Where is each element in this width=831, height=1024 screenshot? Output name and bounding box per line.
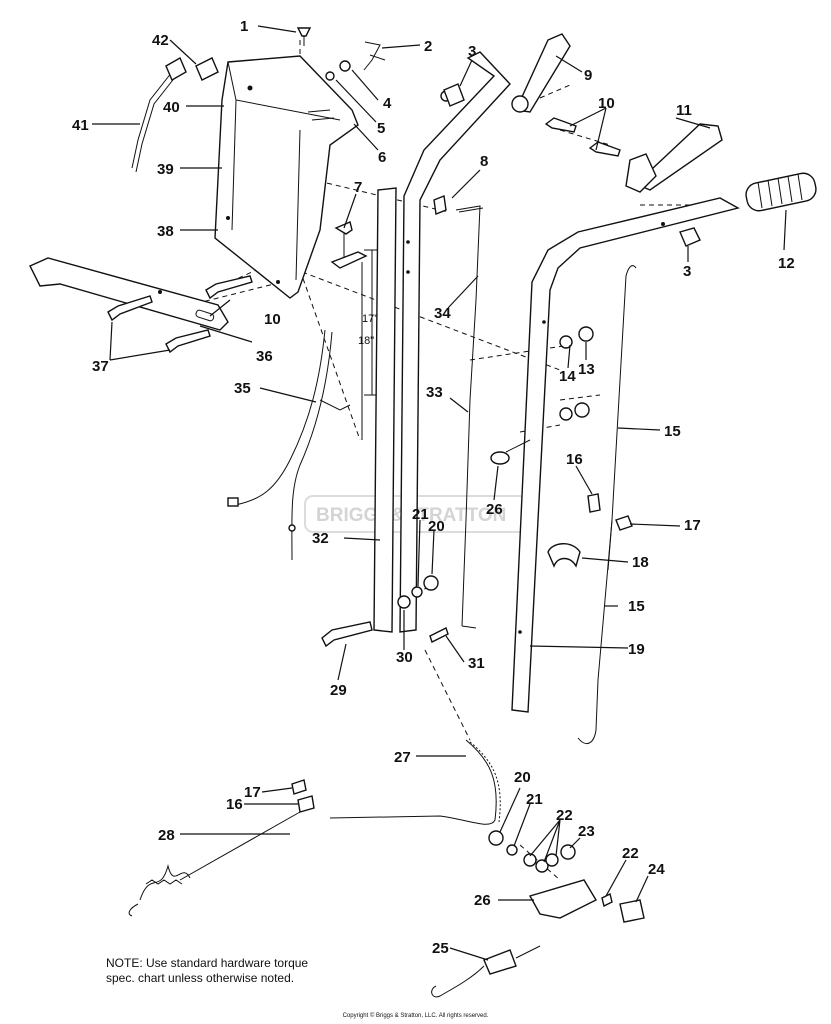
callout-28: 28	[158, 827, 175, 844]
callout-22-lower: 22	[556, 807, 573, 824]
callout-25: 25	[432, 940, 449, 957]
callout-17-upper: 17	[684, 517, 701, 534]
screw-31	[429, 627, 449, 643]
cables	[131, 57, 351, 561]
callout-1: 1	[240, 18, 248, 35]
callout-29: 29	[330, 682, 347, 699]
callout-26-lower: 26	[474, 892, 491, 909]
callout-15-lower: 15	[628, 598, 645, 615]
callout-40: 40	[163, 99, 180, 116]
bolt-29	[321, 621, 373, 648]
callout-42: 42	[152, 32, 169, 49]
callout-18: 18	[632, 554, 649, 571]
callout-30: 30	[396, 649, 413, 666]
callout-20-lower: 20	[514, 769, 531, 786]
callout-12: 12	[778, 255, 795, 272]
callout-38: 38	[157, 223, 174, 240]
callout-37: 37	[92, 358, 109, 375]
callout-34: 34	[434, 305, 451, 322]
callout-7: 7	[354, 179, 362, 196]
callout-5: 5	[377, 120, 385, 137]
callout-23: 23	[578, 823, 595, 840]
callout-20-upper: 20	[428, 518, 445, 535]
part-16	[587, 493, 601, 513]
rod-15	[577, 265, 637, 745]
callout-11: 11	[676, 102, 692, 119]
callout-9: 9	[584, 67, 592, 84]
dimension-18: 18"	[358, 335, 374, 347]
bolts-37-10	[107, 275, 253, 354]
lever-11	[625, 123, 723, 193]
callout-15-upper: 15	[664, 423, 681, 440]
callout-24: 24	[648, 861, 665, 878]
callout-33: 33	[426, 384, 443, 401]
callout-3-nut: 3	[683, 263, 691, 280]
leader-lines	[92, 25, 787, 961]
callout-13: 13	[578, 361, 595, 378]
callout-22-right: 22	[622, 845, 639, 862]
callout-10-upper: 10	[598, 95, 615, 112]
nut-3	[679, 227, 701, 247]
spacer-30	[397, 595, 411, 609]
clip-18	[547, 543, 581, 568]
callout-labels: 1 2 3 4 5 6 7 8 9 10 11 12 3 13 14 15 16…	[72, 18, 795, 957]
dimension-17: 17"	[362, 313, 378, 325]
callout-26-upper: 26	[486, 501, 503, 518]
nut-20	[423, 575, 439, 591]
copyright-notice: Copyright © Briggs & Stratton, LLC. All …	[342, 1013, 489, 1019]
handle-tube-32	[373, 187, 397, 633]
callout-10-lower: 10	[264, 311, 281, 328]
callout-16-upper: 16	[566, 451, 583, 468]
rod-34	[433, 195, 484, 629]
callout-27: 27	[394, 749, 411, 766]
callout-19: 19	[628, 641, 645, 658]
callout-2: 2	[424, 38, 432, 55]
grip-12	[745, 172, 817, 212]
top-hardware	[296, 27, 386, 121]
part-7	[330, 221, 380, 440]
lower-hardware	[431, 830, 645, 998]
washer-21	[411, 586, 423, 598]
lever-9	[511, 33, 571, 113]
callout-31: 31	[468, 655, 485, 672]
callout-21-lower: 21	[526, 791, 543, 808]
callout-41: 41	[72, 117, 89, 134]
spring-28	[128, 779, 315, 917]
callout-4: 4	[383, 95, 392, 112]
callout-3-top: 3	[468, 43, 476, 60]
part-17	[615, 515, 633, 531]
chute-cover	[214, 55, 359, 299]
handle-right-19	[511, 197, 740, 713]
callout-39: 39	[157, 161, 174, 178]
callout-16-lower: 16	[226, 796, 243, 813]
bracket-36	[29, 257, 229, 331]
nuts-13-14	[559, 326, 594, 421]
callout-8: 8	[480, 153, 488, 170]
handle-left-32	[378, 51, 511, 633]
torque-note: NOTE: Use standard hardware torque spec.…	[106, 956, 309, 985]
callout-36: 36	[256, 348, 273, 365]
callout-6: 6	[378, 149, 386, 166]
callout-14: 14	[559, 368, 576, 385]
callout-35: 35	[234, 380, 251, 397]
clamp-3-top	[443, 83, 465, 107]
bolts-upper-10	[544, 117, 621, 157]
eyebolt-26	[490, 439, 531, 465]
cable-27	[329, 739, 501, 825]
callout-32: 32	[312, 530, 329, 547]
callout-17-lower: 17	[244, 784, 261, 801]
callout-21-upper: 21	[412, 506, 429, 523]
